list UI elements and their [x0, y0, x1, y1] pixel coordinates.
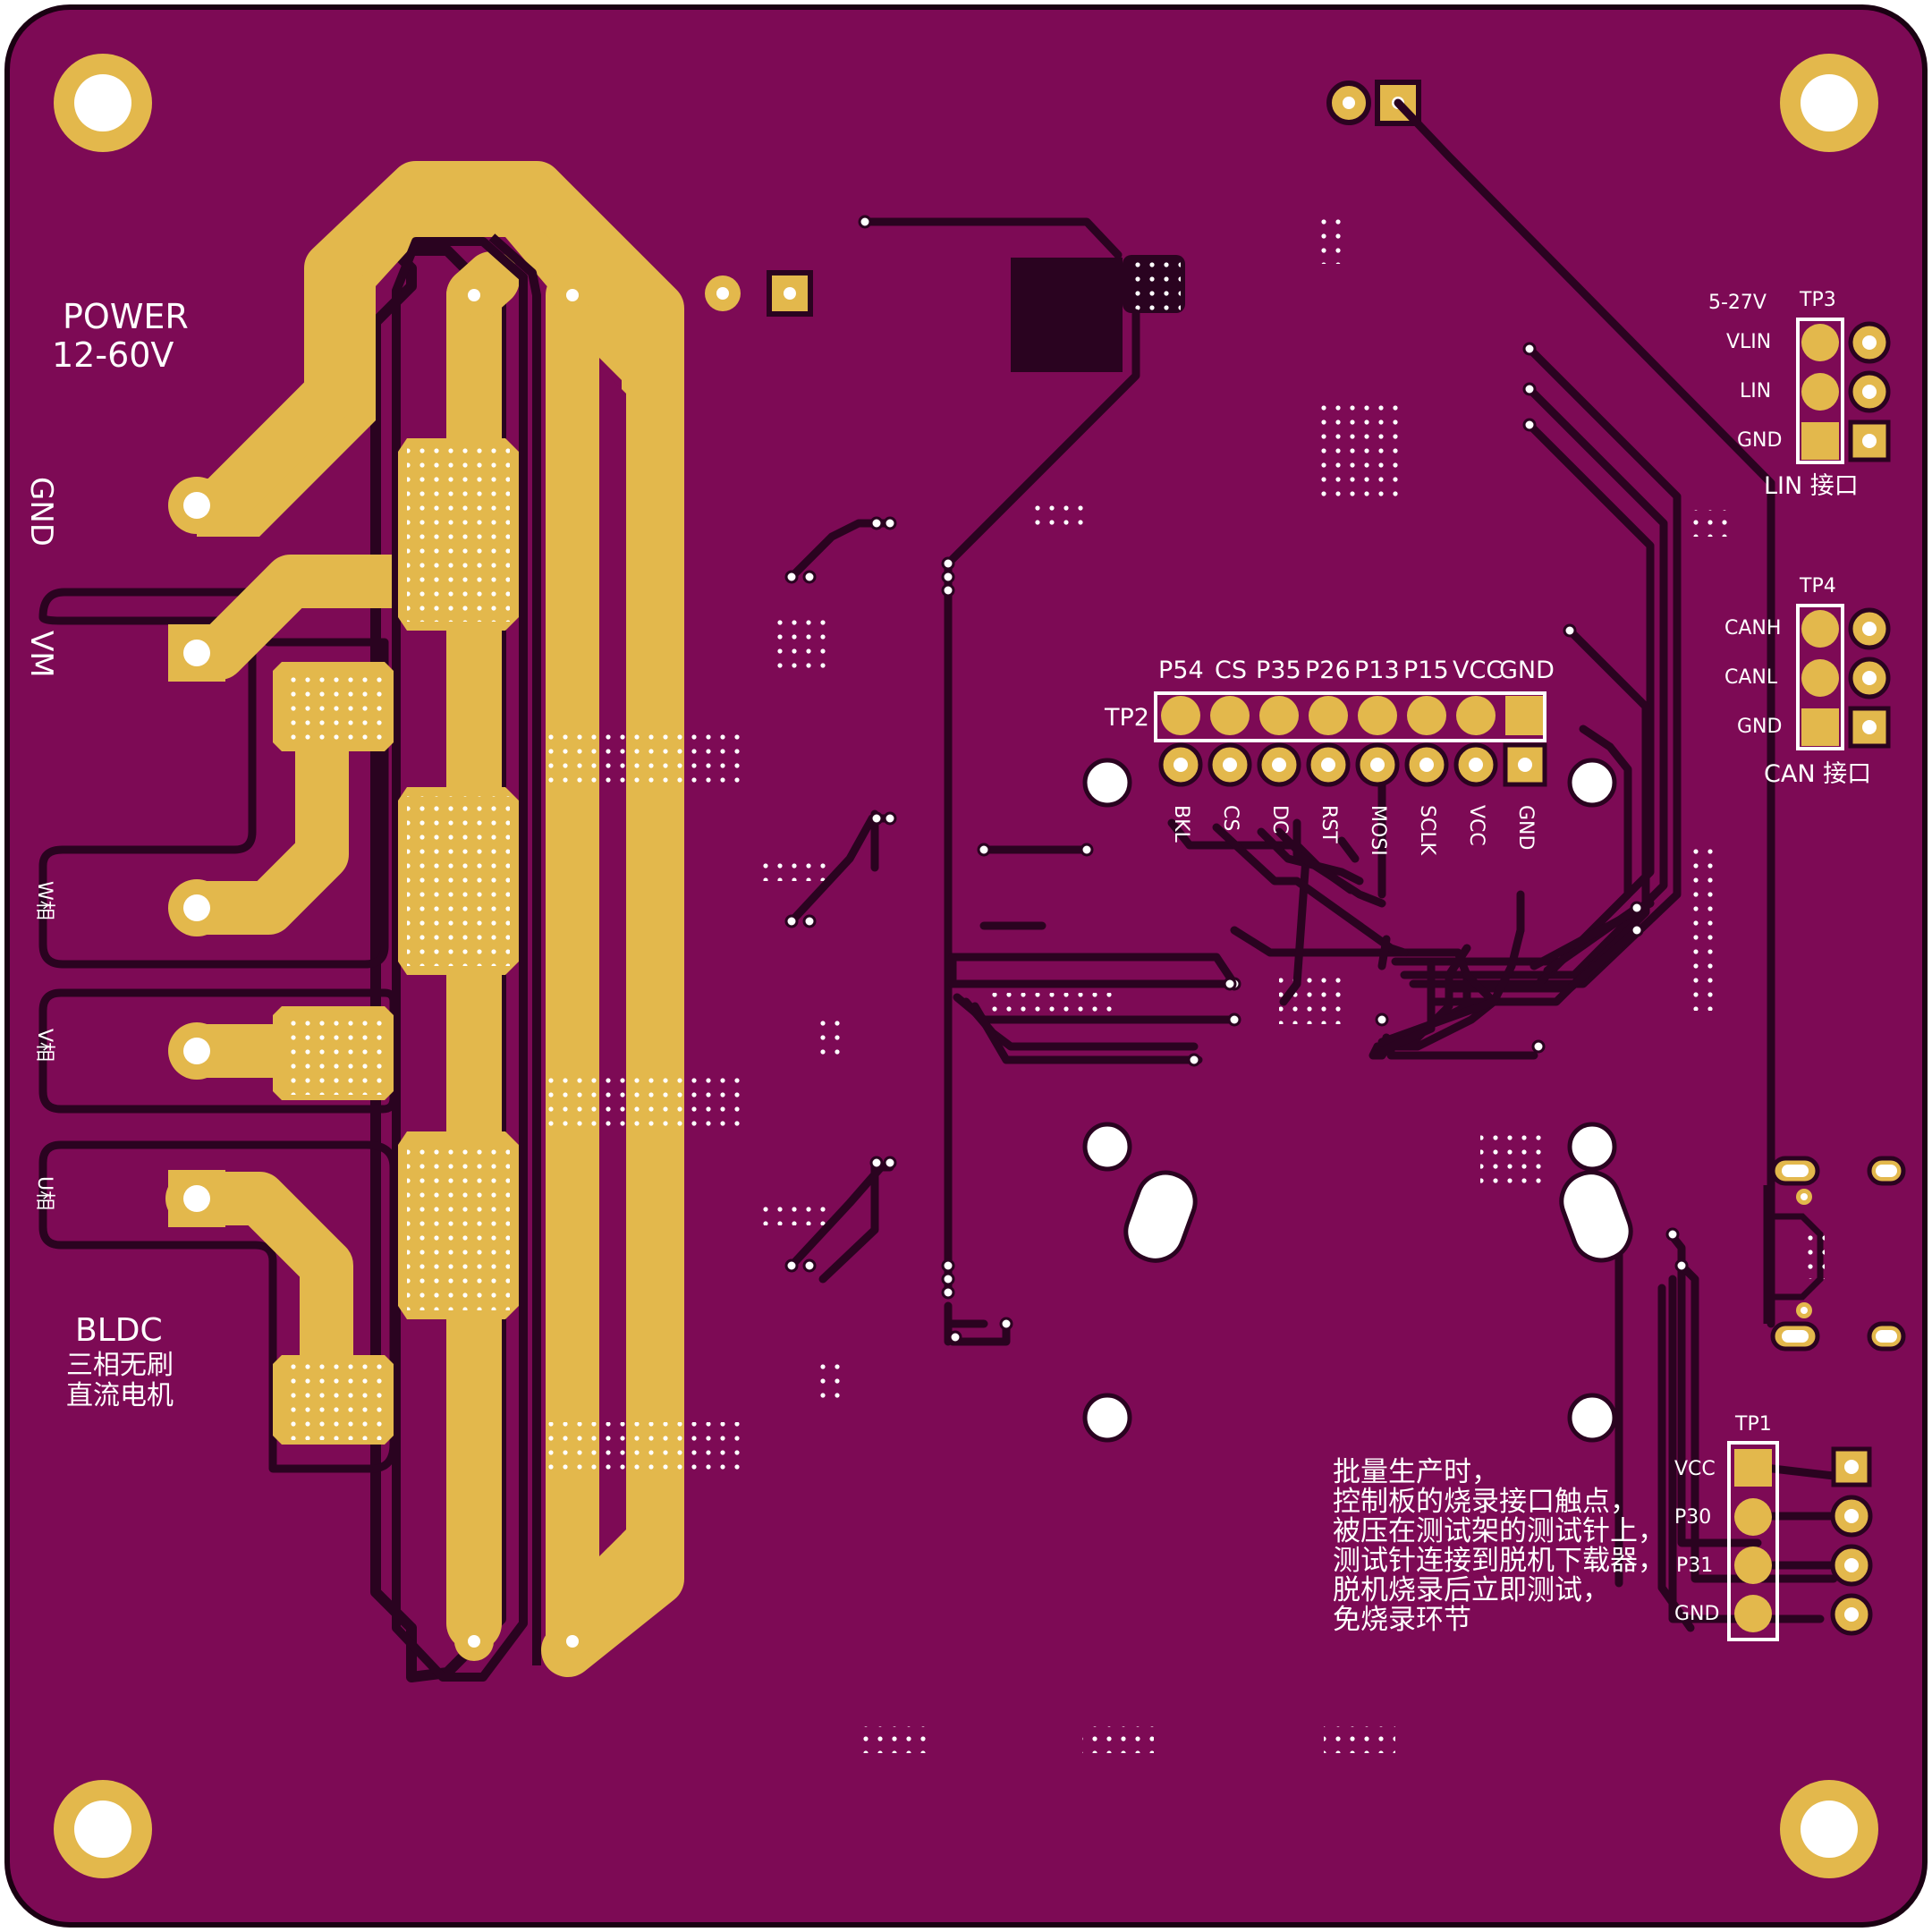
tp2-pads — [1154, 691, 1547, 787]
trace-vias — [784, 215, 1689, 1344]
tp3-pads — [1796, 318, 1891, 464]
usb-slots — [1770, 1156, 1906, 1352]
usb-vias — [1807, 1234, 1825, 1279]
ic-footprint — [1011, 255, 1185, 372]
signal-traces — [787, 98, 1847, 1632]
via-fields — [541, 210, 1731, 1753]
via-pads — [273, 438, 519, 1445]
loop-inner — [608, 376, 626, 1547]
mounting-holes — [54, 54, 1878, 1878]
tp4-pads — [1796, 604, 1891, 750]
column-outlines — [392, 233, 541, 1682]
tp1-pads — [1727, 1441, 1873, 1641]
npth-holes — [1082, 758, 1633, 1443]
terminal-pads — [168, 80, 1421, 1661]
